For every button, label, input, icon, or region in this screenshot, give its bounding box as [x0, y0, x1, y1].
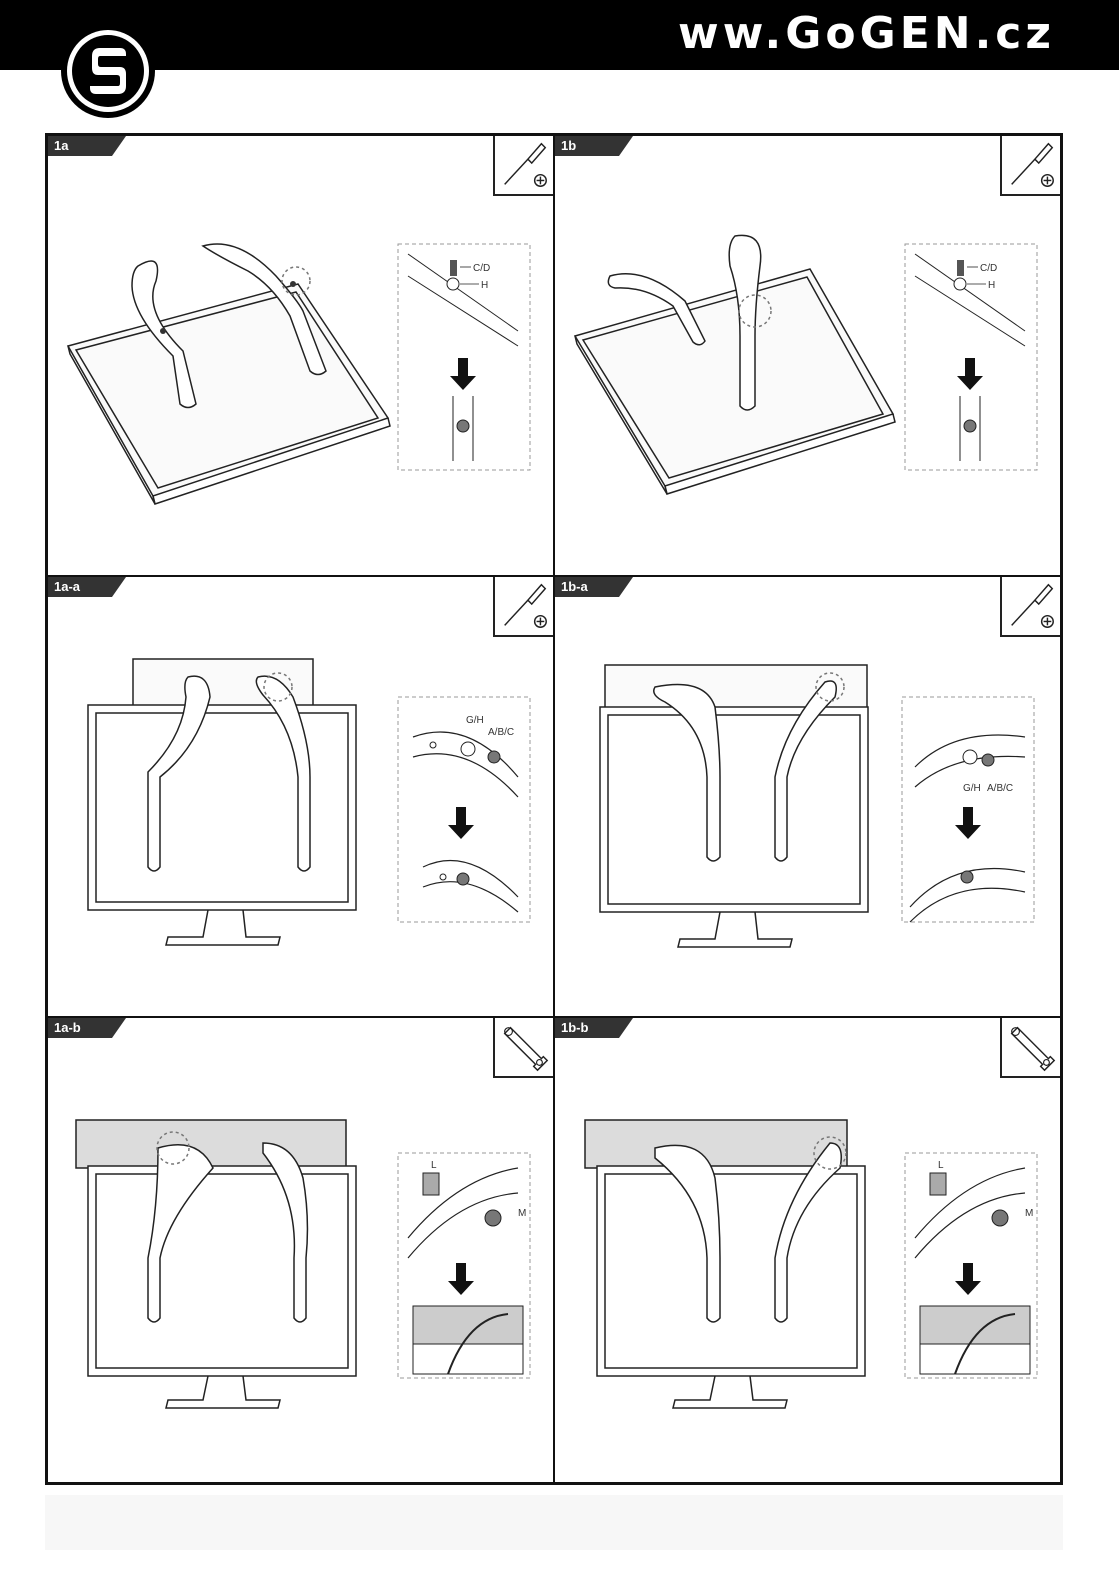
label-abc: A/B/C: [488, 727, 514, 738]
tv-back-scene: C/D H: [555, 136, 1060, 577]
label-l: L: [431, 1160, 437, 1171]
label-h: H: [988, 280, 995, 291]
label-gh: G/H: [466, 715, 484, 726]
panel-1a: 1a: [48, 136, 555, 577]
label-gh: G/H: [963, 783, 981, 794]
brand-url: ww.GoGEN.cz: [678, 8, 1055, 59]
label-l: L: [938, 1160, 944, 1171]
label-cd: C/D: [473, 263, 490, 274]
panel-1a-b: 1a-b L: [48, 1018, 555, 1482]
header-bar: ww.GoGEN.cz: [0, 0, 1119, 70]
label-cd: C/D: [980, 263, 997, 274]
tv-front-scene: G/H A/B/C: [555, 577, 1060, 1018]
tv-back-scene: C/D H: [48, 136, 555, 577]
instruction-grid: 1a: [45, 133, 1063, 1485]
label-h: H: [481, 280, 488, 291]
tv-soundbar-scene: L M: [555, 1018, 1060, 1482]
tv-front-scene: G/H A/B/C: [48, 577, 555, 1018]
panel-1b-a: 1b-a: [555, 577, 1060, 1018]
tv-soundbar-scene: L M: [48, 1018, 555, 1482]
panel-1a-a: 1a-a: [48, 577, 555, 1018]
label-m: M: [518, 1208, 526, 1219]
label-m: M: [1025, 1208, 1033, 1219]
gogen-logo-icon: [54, 22, 162, 120]
label-abc: A/B/C: [987, 783, 1013, 794]
footer-strip: [45, 1495, 1063, 1550]
panel-1b-b: 1b-b L: [555, 1018, 1060, 1482]
panel-1b: 1b: [555, 136, 1060, 577]
